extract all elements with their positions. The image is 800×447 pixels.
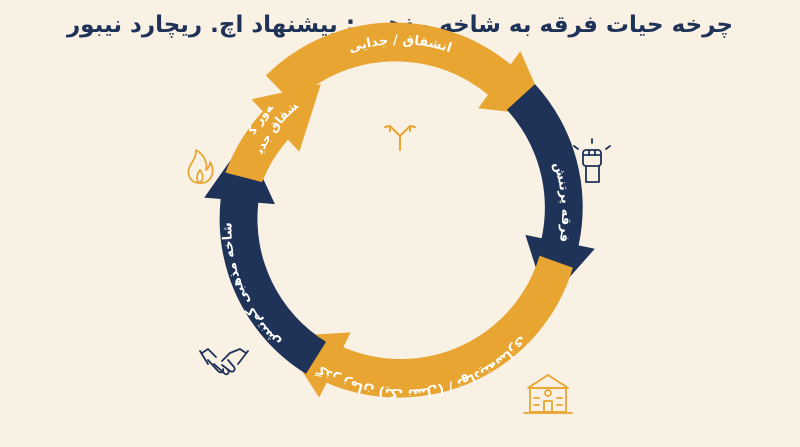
flame-icon xyxy=(187,149,214,184)
segment-split xyxy=(265,22,549,117)
segment-high-tension-sect xyxy=(506,84,595,303)
segment-low-tension-denomination xyxy=(204,139,327,374)
stage-label-new-split-line1: شعله‌ور کردن xyxy=(0,0,276,137)
raised-fist-icon xyxy=(573,138,611,183)
split-arrow-icon xyxy=(384,125,416,151)
segment-institutionalization xyxy=(279,255,573,398)
handshake-icon xyxy=(199,348,249,376)
stage-label-split: انشقاق / جدایی xyxy=(347,33,454,56)
segment-new-split xyxy=(225,84,321,183)
institution-building-icon xyxy=(523,374,573,414)
